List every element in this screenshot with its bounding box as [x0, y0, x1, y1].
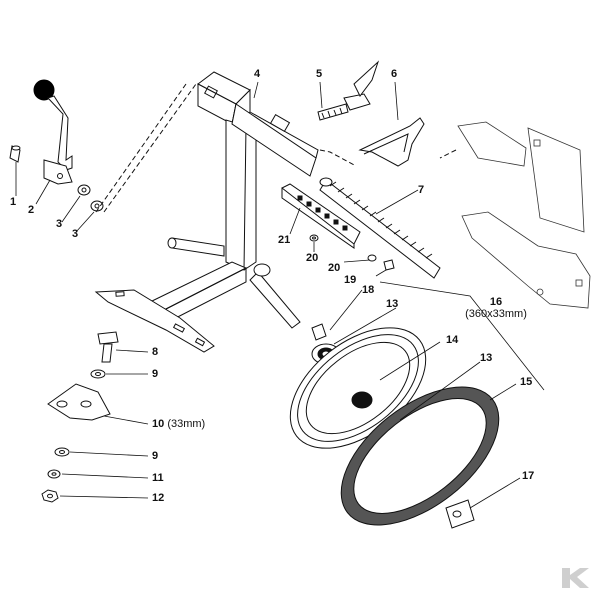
- callout-3a: 3: [56, 218, 63, 230]
- mount-bracket: [47, 383, 111, 421]
- callout-1: 1: [10, 196, 17, 208]
- lock-washer: [47, 469, 61, 479]
- adjuster-bar: [281, 183, 361, 249]
- callout-16: 16 (360x33mm): [465, 296, 527, 320]
- callout-19: 19: [344, 274, 357, 286]
- mount-washer: [90, 369, 106, 379]
- callout-18: 18: [362, 284, 375, 296]
- callout-8: 8: [152, 346, 159, 358]
- callout-9a: 9: [152, 368, 159, 380]
- callout-2: 2: [28, 204, 35, 216]
- brand-logo: [562, 568, 589, 588]
- spring-clip: [358, 117, 425, 167]
- callout-7: 7: [418, 184, 425, 196]
- washers: [77, 184, 104, 212]
- callout-20b: 20: [328, 262, 341, 274]
- callout-6: 6: [391, 68, 398, 80]
- callout-15: 15: [520, 376, 533, 388]
- callout-3b: 3: [72, 228, 79, 240]
- mount-bolt: [97, 331, 119, 363]
- callout-21: 21: [278, 234, 291, 246]
- callout-4: 4: [254, 68, 261, 80]
- callout-11: 11: [152, 472, 164, 484]
- hex-nut: [41, 489, 59, 503]
- main-frame: [94, 71, 319, 353]
- callout-5: 5: [316, 68, 323, 80]
- valve-cap: [445, 499, 475, 529]
- leader-lines: [15, 81, 521, 509]
- small-washers: [309, 234, 395, 271]
- callout-17: 17: [522, 470, 535, 482]
- pin: [9, 145, 21, 163]
- callout-10: 10 (33mm): [152, 418, 206, 430]
- frame-outline-ghost: [457, 121, 591, 309]
- callout-14: 14: [446, 334, 459, 346]
- callout-20a: 20: [306, 252, 319, 264]
- threaded-rod: [319, 177, 441, 279]
- callout-12: 12: [152, 492, 165, 504]
- callout-13a: 13: [386, 298, 399, 310]
- tyre: [340, 386, 500, 526]
- callout-13b: 13: [480, 352, 493, 364]
- lower-washer: [54, 447, 70, 457]
- bolt: [317, 60, 380, 121]
- crank-handle: [33, 79, 73, 185]
- callout-9b: 9: [152, 450, 159, 462]
